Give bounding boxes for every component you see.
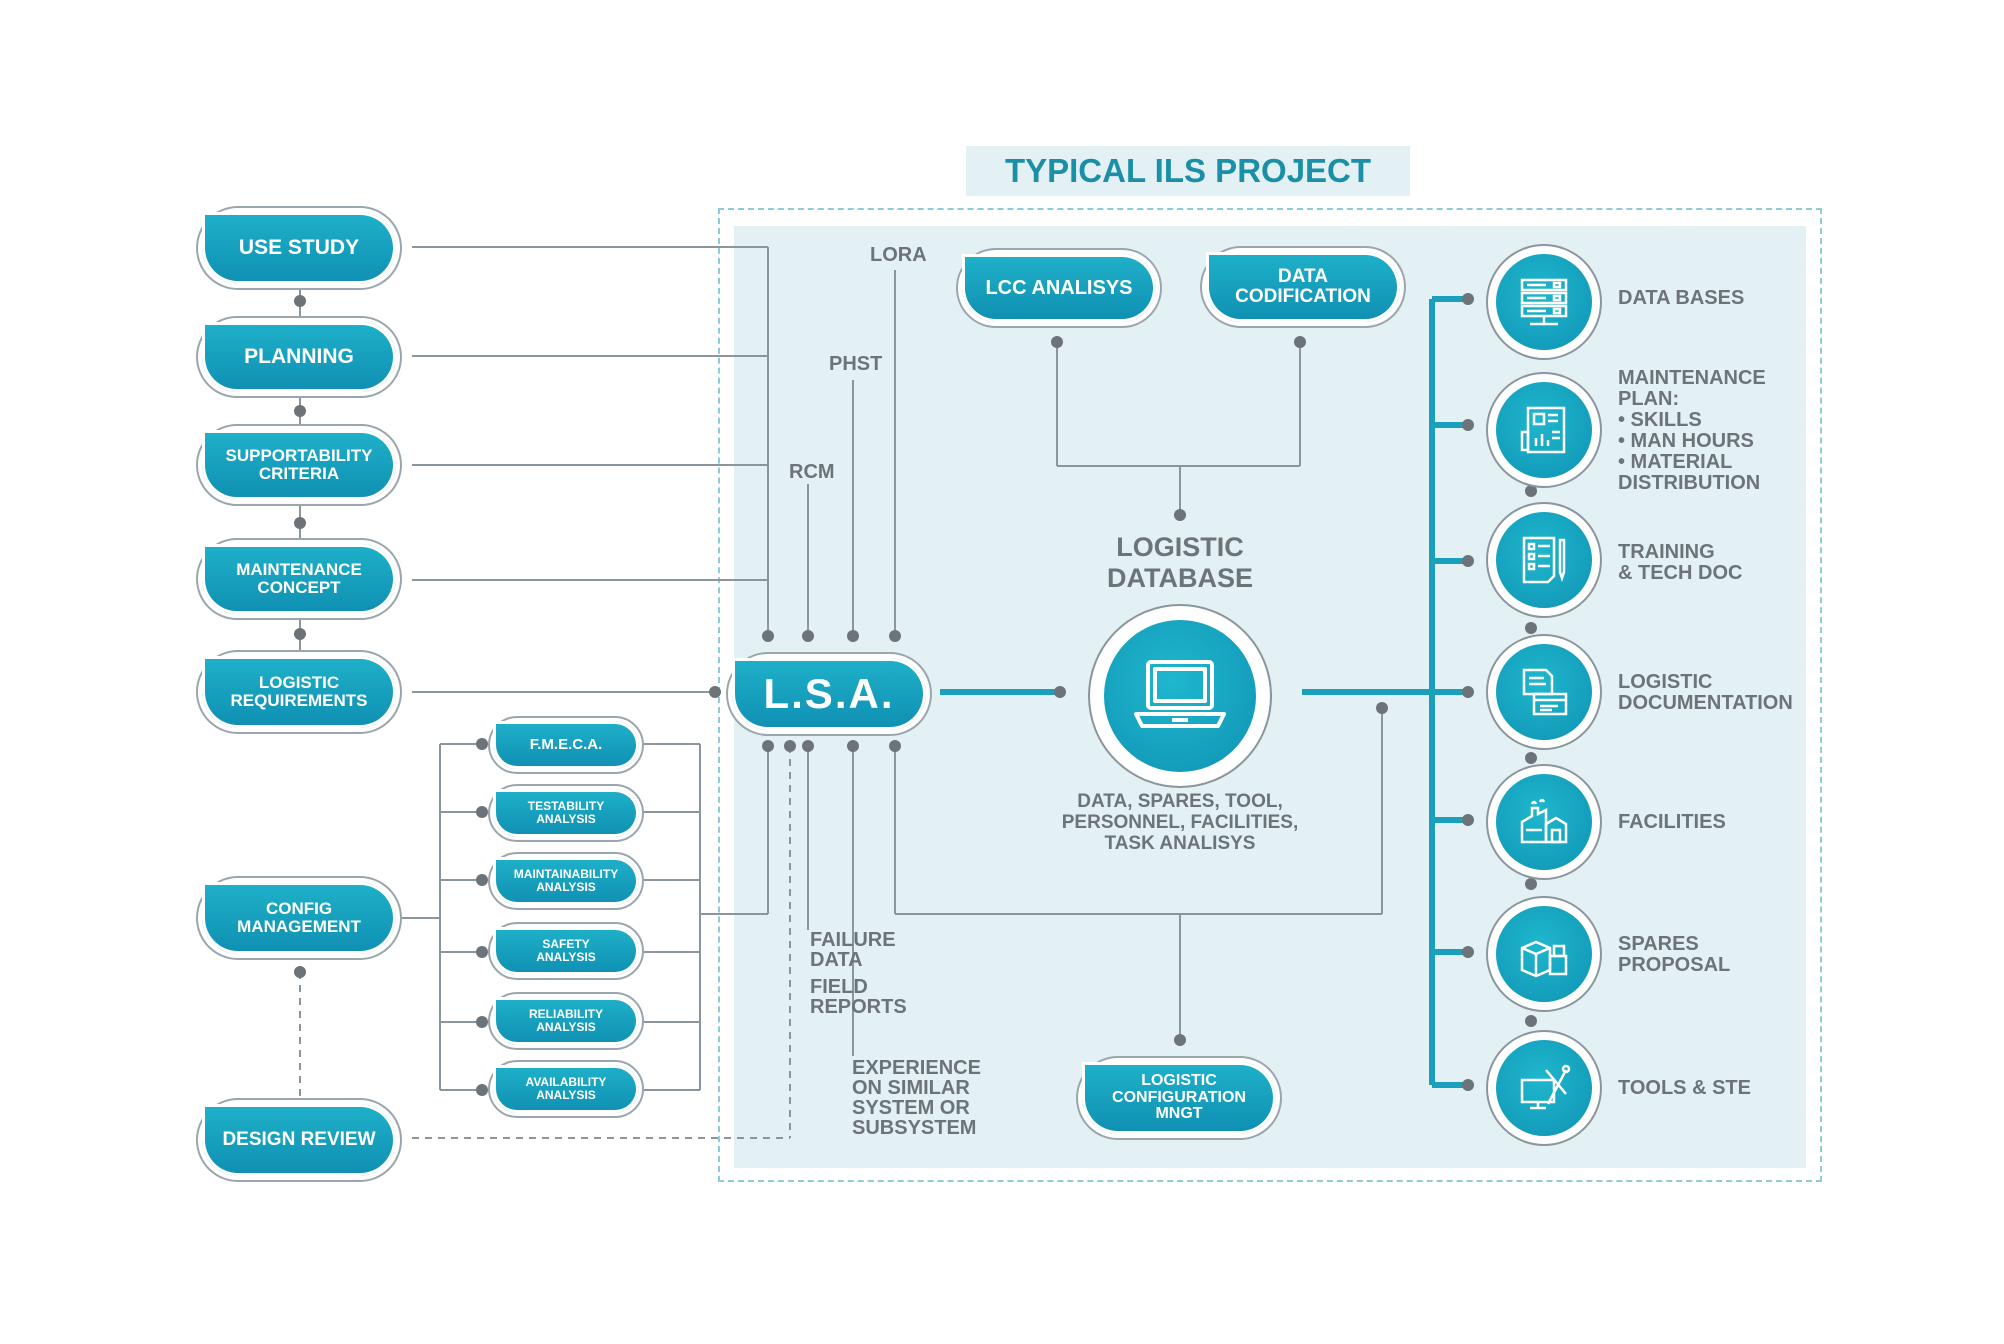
rcm-label: RCM xyxy=(789,461,835,483)
safety-analysis-box: SAFETY ANALYSIS xyxy=(488,922,644,980)
use-study-box: USE STUDY xyxy=(196,206,402,290)
output-label-maintenance-plan: MAINTENANCE PLAN: • SKILLS • MAN HOURS •… xyxy=(1618,367,1766,494)
availability-analysis-box: AVAILABILITY ANALYSIS xyxy=(488,1060,644,1118)
data-codification-box: DATA CODIFICATION xyxy=(1200,246,1406,328)
availability-analysis-label: AVAILABILITY ANALYSIS xyxy=(493,1065,639,1113)
design-review-label: DESIGN REVIEW xyxy=(202,1104,396,1176)
tools-icon xyxy=(1520,1064,1571,1110)
output-tools-ste xyxy=(1486,1030,1602,1146)
lsa-label: L.S.A. xyxy=(732,658,926,730)
output-label-tools-ste: TOOLS & STE xyxy=(1618,1077,1751,1099)
checklist-icon xyxy=(1522,536,1566,584)
maintainability-analysis-box: MAINTAINABILITY ANALYSIS xyxy=(488,852,644,910)
report-icon xyxy=(1520,406,1566,454)
planning-box: PLANNING xyxy=(196,316,402,398)
data-codification-label: DATA CODIFICATION xyxy=(1206,252,1400,322)
config-management-box: CONFIG MANAGEMENT xyxy=(196,876,402,960)
factory-icon xyxy=(1520,798,1568,844)
lsa-box: L.S.A. xyxy=(726,652,932,736)
design-review-box: DESIGN REVIEW xyxy=(196,1098,402,1182)
database-caption: DATA, SPARES, TOOL, PERSONNEL, FACILITIE… xyxy=(1061,791,1299,854)
supportability-criteria-box: SUPPORTABILITY CRITERIA xyxy=(196,424,402,506)
lcc-analysis-label: LCC ANALISYS xyxy=(962,254,1156,322)
config-management-label: CONFIG MANAGEMENT xyxy=(202,882,396,954)
logistic-configuration-mngt-box: LOGISTIC CONFIGURATION MNGT xyxy=(1076,1056,1282,1140)
output-label-logistic-documentation: LOGISTIC DOCUMENTATION xyxy=(1618,671,1793,714)
planning-label: PLANNING xyxy=(202,322,396,392)
logistic-configuration-mngt-label: LOGISTIC CONFIGURATION MNGT xyxy=(1082,1062,1276,1134)
output-maintenance-plan xyxy=(1486,372,1602,488)
testability-analysis-label: TESTABILITY ANALYSIS xyxy=(493,789,639,837)
logistic-requirements-box: LOGISTIC REQUIREMENTS xyxy=(196,650,402,734)
supportability-criteria-label: SUPPORTABILITY CRITERIA xyxy=(202,430,396,500)
fmeca-box: F.M.E.C.A. xyxy=(488,716,644,774)
output-label-facilities: FACILITIES xyxy=(1618,811,1726,833)
output-data-bases xyxy=(1486,244,1602,360)
diagram-title: TYPICAL ILS PROJECT xyxy=(966,146,1410,196)
reliability-analysis-box: RELIABILITY ANALYSIS xyxy=(488,992,644,1050)
output-label-spares-proposal: SPARES PROPOSAL xyxy=(1618,933,1731,976)
logistic-requirements-label: LOGISTIC REQUIREMENTS xyxy=(202,656,396,728)
logistic-database xyxy=(1088,604,1272,788)
maintainability-analysis-label: MAINTAINABILITY ANALYSIS xyxy=(493,857,639,905)
maintenance-concept-box: MAINTENANCE CONCEPT xyxy=(196,538,402,620)
experience-label: EXPERIENCE ON SIMILAR SYSTEM OR SUBSYSTE… xyxy=(852,1057,981,1139)
output-label-training: TRAINING & TECH DOC xyxy=(1618,541,1743,584)
testability-analysis-box: TESTABILITY ANALYSIS xyxy=(488,784,644,842)
lora-label: LORA xyxy=(870,244,927,266)
fmeca-label: F.M.E.C.A. xyxy=(493,721,639,769)
output-spares-proposal xyxy=(1486,896,1602,1012)
server-icon xyxy=(1520,278,1568,326)
failure-data-label: FAILURE DATA xyxy=(810,929,896,971)
boxes-icon xyxy=(1520,940,1568,978)
safety-analysis-label: SAFETY ANALYSIS xyxy=(493,927,639,975)
phst-label: PHST xyxy=(829,353,883,375)
output-logistic-documentation xyxy=(1486,634,1602,750)
reliability-analysis-label: RELIABILITY ANALYSIS xyxy=(493,997,639,1045)
field-reports-label: FIELD REPORTS xyxy=(810,976,907,1018)
output-facilities xyxy=(1486,764,1602,880)
maintenance-concept-label: MAINTENANCE CONCEPT xyxy=(202,544,396,614)
use-study-label: USE STUDY xyxy=(202,212,396,284)
database-title: LOGISTIC DATABASE xyxy=(1107,532,1253,594)
laptop-icon xyxy=(1134,660,1226,728)
lcc-analysis-box: LCC ANALISYS xyxy=(956,248,1162,328)
output-training xyxy=(1486,502,1602,618)
documents-icon xyxy=(1522,668,1568,716)
output-label-data-bases: DATA BASES xyxy=(1618,287,1745,309)
